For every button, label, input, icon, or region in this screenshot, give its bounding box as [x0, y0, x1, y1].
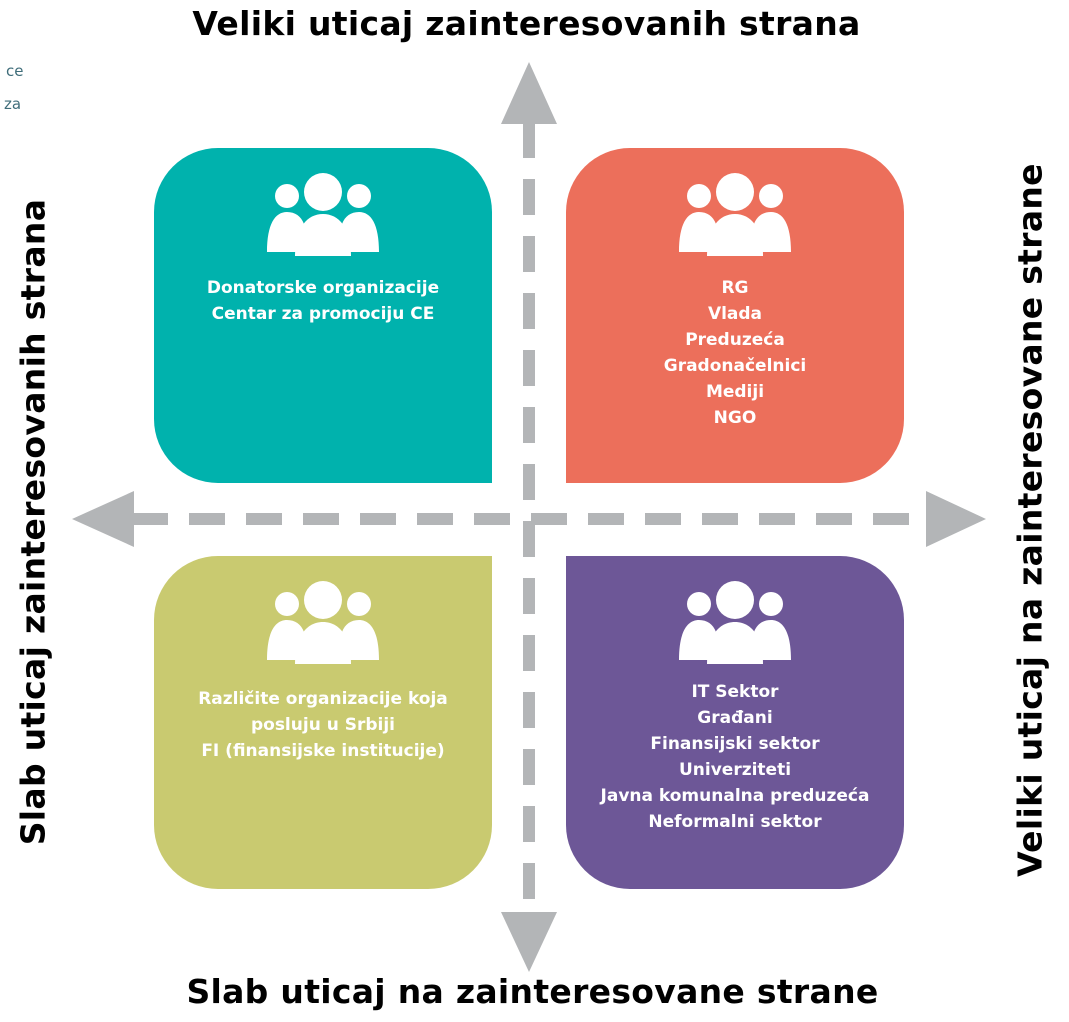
axis-title-bottom: Slab uticaj na zainteresovane strane [0, 972, 1069, 1011]
horizontal-axis [72, 491, 986, 547]
quadrant-line: Različite organizacije koja [198, 689, 448, 709]
axis-title-top: Veliki uticaj zainteresovanih strana [0, 4, 1069, 43]
cropped-text-fragment: za [4, 95, 22, 113]
quadrant-top-right: RG Vlada Preduzeća Gradonačelnici Mediji… [566, 148, 904, 483]
cropped-text-fragment: ce [6, 62, 24, 80]
people-group-icon [669, 580, 801, 664]
quadrant-line: Preduzeća [685, 330, 785, 350]
quadrant-line: Neformalni sektor [648, 812, 822, 832]
quadrant-line: posluju u Srbiji [250, 715, 396, 735]
people-group-icon [257, 580, 389, 664]
quadrant-line: Gradonačelnici [663, 356, 807, 376]
quadrant-line: Univerziteti [678, 760, 792, 780]
axis-title-bottom-text: Slab uticaj na zainteresovane strane [186, 972, 879, 1011]
axis-title-top-text: Veliki uticaj zainteresovanih strana [192, 4, 861, 43]
arrow-right-icon [926, 491, 986, 547]
quadrant-top-right-text: RG Vlada Preduzeća Gradonačelnici Mediji… [566, 275, 904, 431]
people-group-icon [257, 172, 389, 256]
quadrant-top-left: Donatorske organizacije Centar za promoc… [154, 148, 492, 483]
quadrant-top-left-text: Donatorske organizacije Centar za promoc… [154, 275, 492, 327]
quadrant-line: Građani [697, 708, 773, 728]
arrow-up-icon [501, 62, 557, 124]
quadrant-bottom-right: IT Sektor Građani Finansijski sektor Uni… [566, 556, 904, 889]
arrow-down-icon [501, 912, 557, 972]
quadrant-line: RG [721, 278, 749, 298]
quadrant-bottom-left-text: Različite organizacije koja posluju u Sr… [154, 686, 492, 764]
vertical-axis [501, 62, 557, 972]
quadrant-bottom-right-text: IT Sektor Građani Finansijski sektor Uni… [566, 679, 904, 835]
people-group-icon [669, 172, 801, 256]
quadrant-line: FI (finansijske institucije) [201, 741, 445, 761]
quadrant-line: Mediji [705, 382, 765, 402]
quadrant-line: Javna komunalna preduzeća [600, 786, 870, 806]
quadrant-line: Centar za promociju CE [211, 304, 435, 324]
arrow-left-icon [72, 491, 134, 547]
quadrant-line: NGO [713, 408, 757, 428]
quadrant-bottom-left: Različite organizacije koja posluju u Sr… [154, 556, 492, 889]
quadrant-line: IT Sektor [691, 682, 779, 702]
quadrant-line: Vlada [707, 304, 763, 324]
quadrant-line: Donatorske organizacije [206, 278, 440, 298]
quadrant-line: Finansijski sektor [650, 734, 820, 754]
